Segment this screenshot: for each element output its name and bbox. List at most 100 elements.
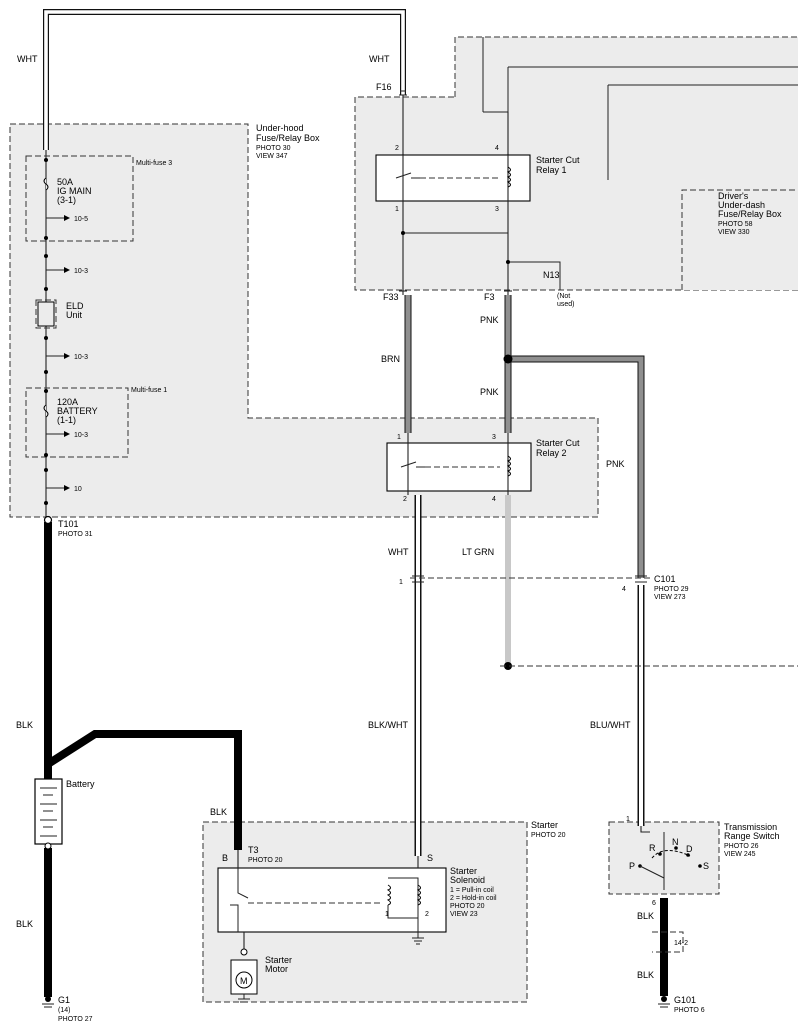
- label-brn: BRN: [381, 354, 400, 364]
- multifuse3-rating: 50A: [57, 177, 73, 187]
- motor-line1: Starter: [265, 955, 292, 965]
- label-blk-upper: BLK: [16, 720, 33, 730]
- multifuse1-name: BATTERY: [57, 406, 98, 416]
- label-pnk-2: PNK: [480, 387, 499, 397]
- multifuse1-ref: (1-1): [57, 415, 76, 425]
- dashbox-view: VIEW 330: [718, 229, 750, 236]
- label-blk-trs-upper: BLK: [637, 911, 654, 921]
- relay1-pin-tl: 2: [395, 145, 399, 152]
- solenoid-coil2: 2 = Hold-in coil: [450, 895, 497, 902]
- underhood-title: Under-hood: [256, 123, 304, 133]
- battery-label: Battery: [66, 779, 95, 789]
- t3-label: T3: [248, 845, 259, 855]
- relay2-line1: Starter Cut: [536, 438, 580, 448]
- driver-underdash-fuse-relay-box: [354, 36, 798, 291]
- trs-internals: [638, 826, 702, 890]
- motor-line2: Motor: [265, 964, 288, 974]
- c101-pin-right: 4: [622, 586, 626, 593]
- dashbox-line3: Fuse/Relay Box: [718, 209, 782, 219]
- branch-b: 10-3: [74, 354, 88, 361]
- trs-view: VIEW 245: [724, 851, 756, 858]
- multifuse1-branch: 10-3: [74, 432, 88, 439]
- starter-solenoid: [217, 850, 447, 945]
- c101-view: VIEW 273: [654, 594, 686, 601]
- multifuse3-label: Multi-fuse 3: [136, 160, 172, 167]
- trs-line1: Transmission: [724, 822, 777, 832]
- trs-line2: Range Switch: [724, 831, 780, 841]
- c101-connector: [410, 575, 798, 667]
- solenoid-n2: 2: [425, 911, 429, 918]
- wire-blk-trs: [650, 898, 684, 996]
- g101-label: G101: [674, 995, 696, 1005]
- label-f33: F33: [383, 292, 399, 302]
- underhood-bus: [25, 150, 134, 525]
- starter-term-b: B: [222, 853, 228, 863]
- trs-pos-d: D: [686, 844, 693, 854]
- multifuse1-label: Multi-fuse 1: [131, 387, 167, 394]
- ground-g1: [42, 996, 54, 1008]
- underhood-title2: Fuse/Relay Box: [256, 133, 320, 143]
- label-wht-mid: WHT: [388, 547, 409, 557]
- solenoid-coil1: 1 = Pull-in coil: [450, 887, 494, 894]
- relay1-line1: Starter Cut: [536, 155, 580, 165]
- starter-cut-relay-2: [386, 433, 532, 495]
- n13-note1: (Not: [557, 293, 570, 300]
- c101-pin-left: 1: [399, 579, 403, 586]
- underhood-fuse-relay-box: [9, 123, 599, 518]
- trs-photo: PHOTO 26: [724, 843, 759, 850]
- wire-wht-top: [43, 9, 406, 150]
- label-blk-starter: BLK: [210, 807, 227, 817]
- label-blk-wht: BLK/WHT: [368, 720, 409, 730]
- eld-line2: Unit: [66, 310, 83, 320]
- starter-photo: PHOTO 20: [531, 832, 566, 839]
- starter-motor: [230, 932, 258, 1003]
- trs-pos-p: P: [629, 861, 635, 871]
- c101-photo: PHOTO 29: [654, 586, 689, 593]
- underhood-view: VIEW 347: [256, 153, 288, 160]
- solenoid-line1: Starter: [450, 866, 477, 876]
- wire-blk-main: [44, 522, 242, 997]
- label-blk-trs-lower: BLK: [637, 970, 654, 980]
- wire-pnk: [503, 295, 645, 578]
- relay2-pin-bl: 2: [403, 496, 407, 503]
- trs-pin-in: 1: [626, 816, 630, 823]
- g101-photo: PHOTO 6: [674, 1007, 705, 1014]
- starter-term-s: S: [427, 853, 433, 863]
- eld-line1: ELD: [66, 301, 84, 311]
- dashbox-photo: PHOTO 58: [718, 221, 753, 228]
- relay2-pin-tr: 3: [492, 434, 496, 441]
- label-wht-right: WHT: [369, 54, 390, 64]
- relay1-pin-br: 3: [495, 206, 499, 213]
- label-blk-lower: BLK: [16, 919, 33, 929]
- label-f3: F3: [484, 292, 495, 302]
- solenoid-line2: Solenoid: [450, 875, 485, 885]
- multifuse3-name: IG MAIN: [57, 186, 92, 196]
- relay2-line2: Relay 2: [536, 448, 567, 458]
- starter-cut-relay-1: [375, 90, 561, 295]
- multifuse3-ref: (3-1): [57, 195, 76, 205]
- ground-g101: [658, 996, 670, 1008]
- dashbox-line2: Under-dash: [718, 200, 765, 210]
- t3-photo: PHOTO 20: [248, 857, 283, 864]
- label-pnk-1: PNK: [480, 315, 499, 325]
- motor-symbol: M: [240, 976, 248, 986]
- g1-ref: (14): [58, 1007, 70, 1014]
- relay2-pin-tl: 1: [397, 434, 401, 441]
- trs-pos-s: S: [703, 861, 709, 871]
- multifuse3-branch: 10-5: [74, 216, 88, 223]
- label-blu-wht: BLU/WHT: [590, 720, 631, 730]
- relay2-pin-br: 4: [492, 496, 496, 503]
- battery-symbol: [34, 778, 63, 850]
- n13-note2: used): [557, 301, 575, 308]
- label-pnk-3: PNK: [606, 459, 625, 469]
- dashbox-line1: Driver's: [718, 191, 749, 201]
- solenoid-n1: 1: [385, 911, 389, 918]
- t101-label: T101: [58, 519, 79, 529]
- solenoid-view: VIEW 23: [450, 911, 478, 918]
- c101-label: C101: [654, 574, 676, 584]
- conn-14-2: 14-2: [674, 940, 688, 947]
- relay1-pin-tr: 4: [495, 145, 499, 152]
- underhood-photo: PHOTO 30: [256, 145, 291, 152]
- multifuse1-rating: 120A: [57, 397, 78, 407]
